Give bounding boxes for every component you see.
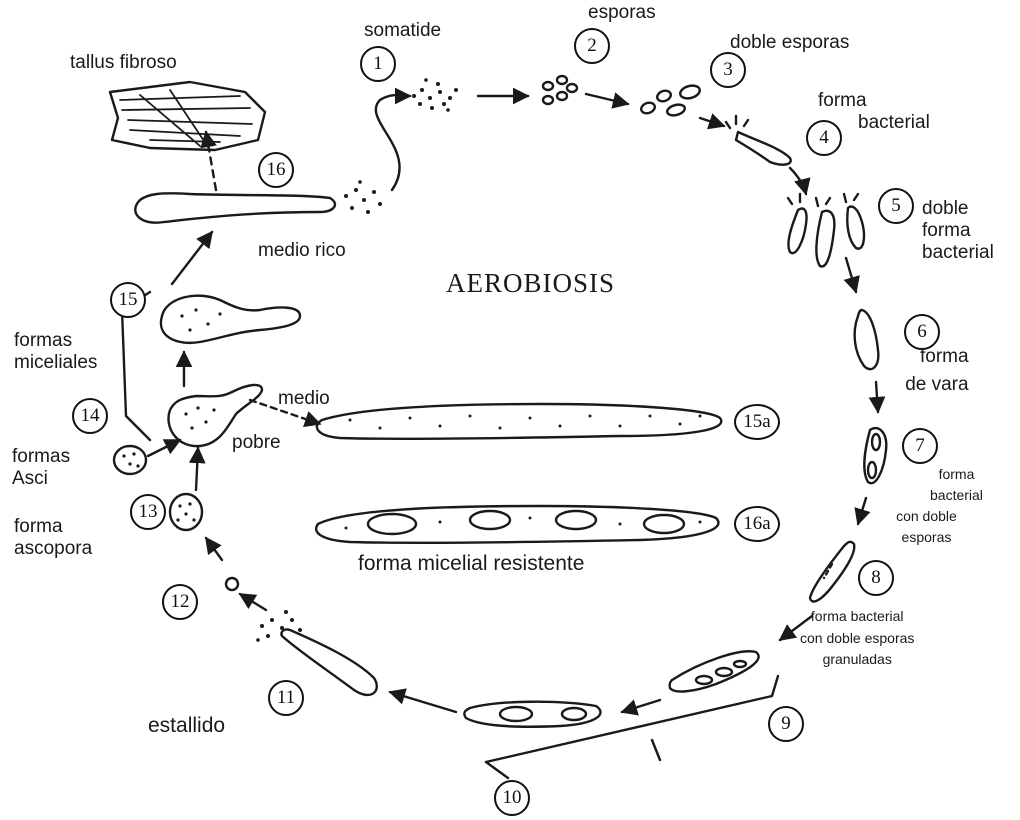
estallido-shape: [256, 610, 377, 695]
forma-16-shape: [135, 180, 382, 222]
label-doble-forma-bacterial-line1: doble: [922, 198, 994, 220]
forma-12-shape: [226, 578, 238, 590]
forma-bacterial-shape: [726, 116, 791, 165]
arrow-2-3: [586, 94, 628, 104]
label-fbg-line2: con doble esporas: [800, 628, 914, 650]
forma-de-vara-shape: [855, 310, 879, 369]
label-forma-ascopora-line2: ascopora: [14, 538, 92, 560]
stage-number-15: 15: [110, 282, 146, 318]
arrow-7-8: [858, 498, 866, 524]
label-forma-ascopora: forma ascopora: [14, 516, 92, 560]
label-doble-forma-bacterial-line3: bacterial: [922, 242, 994, 264]
label-doble-forma-bacterial-line2: forma: [922, 220, 994, 242]
label-esporas: esporas: [588, 2, 656, 24]
label-formas-asci-line1: formas: [12, 446, 70, 468]
label-formas-asci: formas Asci: [12, 446, 70, 490]
arrow-10-11: [390, 692, 456, 712]
label-fbde-line4: esporas: [870, 527, 983, 548]
esporas-shape: [543, 76, 577, 104]
label-forma-de-vara-line2: de vara: [902, 374, 969, 396]
label-forma-de-vara: forma de vara: [920, 346, 969, 396]
stage-number-11: 11: [268, 680, 304, 716]
stage-number-16a: 16a: [734, 506, 780, 542]
label-medio-rico: medio rico: [258, 240, 346, 262]
label-forma-micelial-resistente: forma micelial resistente: [358, 552, 584, 576]
label-fbde-line3: con doble: [870, 506, 983, 527]
stage-number-12: 12: [162, 584, 198, 620]
arrow-asci-14: [148, 440, 180, 456]
diagram-title: AEROBIOSIS: [446, 268, 615, 299]
forma-9-shape: [670, 651, 759, 691]
stage-number-9: 9: [768, 706, 804, 742]
bracket-10: [486, 762, 508, 778]
label-fbde-line1: forma: [930, 464, 983, 485]
doble-forma-bacterial-shape: [788, 194, 864, 266]
label-formas-miceliales-line1: formas: [14, 330, 97, 352]
label-estallido: estallido: [148, 714, 225, 738]
stage-number-15a: 15a: [734, 404, 780, 440]
label-fbde-line2: bacterial: [930, 485, 983, 506]
arrow-11-12: [240, 594, 266, 610]
label-forma-bacterial-line1: forma: [818, 90, 930, 112]
arrow-15-16: [172, 232, 212, 284]
forma-ascopora-shape: [170, 494, 202, 530]
stage-number-10: 10: [494, 780, 530, 816]
label-fbg-line3: granuladas: [800, 649, 914, 671]
arrow-16-1: [376, 95, 410, 190]
arrow-9-10: [622, 700, 660, 712]
label-forma-de-vara-line1: forma: [920, 346, 969, 368]
label-formas-miceliales-line2: miceliales: [14, 352, 97, 374]
label-formas-asci-line2: Asci: [12, 468, 70, 490]
forma-10-shape: [464, 702, 600, 727]
forma-micelial-15-shape: [161, 296, 300, 343]
arrow-13-14: [196, 448, 198, 490]
doble-esporas-shape: [640, 84, 702, 118]
forma-bacterial-granuladas-shape: [810, 542, 854, 602]
forma-15a-shape: [317, 404, 721, 439]
label-forma-bacterial: forma bacterial: [818, 90, 930, 134]
stage-number-16: 16: [258, 152, 294, 188]
label-forma-bacterial-line2: bacterial: [858, 112, 930, 134]
stage-number-5: 5: [878, 188, 914, 224]
forma-micelial-resistente-shape: [316, 506, 718, 543]
label-medio: medio: [278, 388, 330, 410]
label-fbg-line1: forma bacterial: [800, 606, 914, 628]
stage-number-3: 3: [710, 52, 746, 88]
formas-asci-shape: [114, 446, 146, 474]
stage-number-7: 7: [902, 428, 938, 464]
label-forma-bacterial-doble-esporas: forma bacterial con doble esporas: [870, 464, 983, 548]
label-forma-bacterial-granuladas: forma bacterial con doble esporas granul…: [800, 606, 914, 671]
label-tallus-fibroso: tallus fibroso: [70, 52, 177, 74]
stage-number-14: 14: [72, 398, 108, 434]
stage-number-6: 6: [904, 314, 940, 350]
label-pobre: pobre: [232, 432, 281, 454]
tallus-fibroso-shape: [110, 82, 265, 150]
stage-number-13: 13: [130, 494, 166, 530]
label-forma-ascopora-line1: forma: [14, 516, 92, 538]
arrow-5-6: [846, 258, 856, 292]
arrow-3-4: [700, 118, 724, 126]
stage-number-1: 1: [360, 46, 396, 82]
stage-number-8: 8: [858, 560, 894, 596]
label-somatide: somatide: [364, 20, 441, 42]
label-formas-miceliales: formas miceliales: [14, 330, 97, 374]
stage-number-2: 2: [574, 28, 610, 64]
somatide-particles: [412, 78, 458, 112]
arrow-6-7: [876, 382, 878, 412]
arrow-4-5: [790, 168, 806, 194]
arrow-12-13: [206, 538, 222, 560]
label-doble-forma-bacterial: doble forma bacterial: [922, 198, 994, 264]
label-doble-esporas: doble esporas: [730, 32, 849, 54]
